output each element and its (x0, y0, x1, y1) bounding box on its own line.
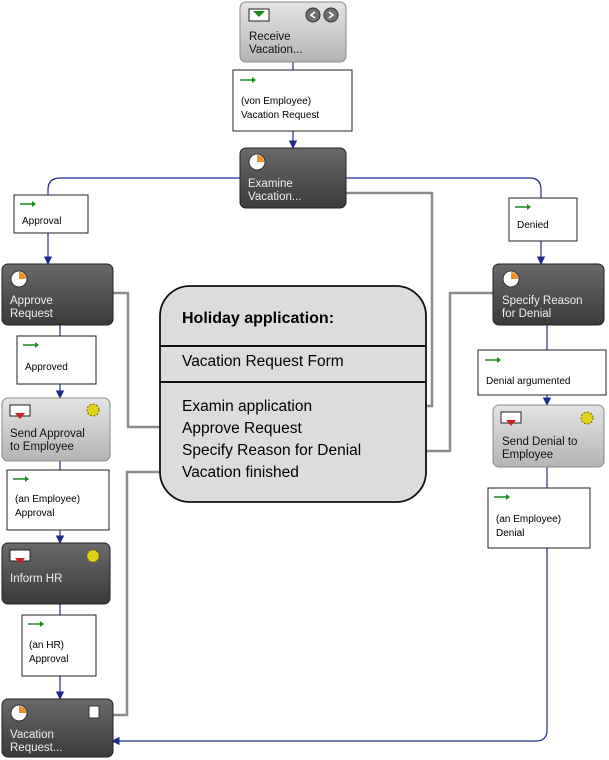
task-specify-line1: Specify Reason (502, 295, 583, 307)
callout-vacation (113, 463, 179, 717)
task-examine-line2: Vacation... (248, 191, 302, 203)
doc-an-employee-denial[interactable]: (an Employee) Denial (487, 487, 591, 549)
task-inform-hr-line1: Inform HR (10, 573, 62, 585)
doc-an-employee-approval[interactable]: (an Employee) Approval (6, 469, 110, 531)
doc-an-employee-approval-line2: Approval (15, 508, 54, 519)
step-examin-application: Examin application (182, 398, 312, 415)
step-specify-reason: Specify Reason for Denial (182, 442, 361, 459)
nav-next-icon (323, 7, 339, 23)
flow-examine-to-right (346, 177, 542, 198)
callout-approve (113, 291, 179, 436)
doc-an-hr-approval[interactable]: (an HR) Approval (21, 614, 97, 677)
doc-approved-line1: Approved (25, 362, 68, 373)
task-examine-vacation[interactable]: Examine Vacation... (239, 147, 347, 209)
task-examine-line1: Examine (248, 178, 293, 190)
doc-denial-argumented[interactable]: Denial argumented (477, 349, 607, 396)
task-vacation-line1: Vacation (10, 729, 54, 741)
holiday-application-box: Holiday application: Vacation Request Fo… (159, 285, 427, 503)
doc-denied-branch-line1: Denied (517, 220, 549, 231)
task-vacation-line2: Request... (10, 742, 62, 754)
gear-icon (580, 411, 594, 425)
doc-von-employee-line2: Vacation Request (241, 110, 319, 121)
holiday-application-title: Holiday application: (182, 310, 334, 327)
doc-an-employee-approval-line1: (an Employee) (15, 494, 80, 505)
task-receive-vacation[interactable]: Receive Vacation... (239, 1, 347, 63)
doc-an-hr-approval-line1: (an HR) (29, 640, 64, 651)
flow-examine-to-left (47, 177, 240, 195)
doc-von-employee[interactable]: (von Employee) Vacation Request (232, 69, 353, 132)
vacation-request-form-label: Vacation Request Form (182, 353, 344, 370)
nav-prev-icon (305, 7, 321, 23)
task-send-denial-line1: Send Denial to (502, 436, 577, 448)
flow-denial-doc-to-vacation (111, 548, 548, 746)
task-vacation-request[interactable]: Vacation Request... (1, 698, 114, 758)
doc-denied-branch[interactable]: Denied (508, 197, 578, 242)
doc-approval-branch[interactable]: Approval (13, 194, 89, 234)
task-approve-line2: Request (10, 308, 54, 320)
task-approve-line1: Approve (10, 295, 53, 307)
task-send-approval-line1: Send Approval (10, 428, 85, 440)
task-approve-request[interactable]: Approve Request (1, 263, 114, 326)
task-specify-line2: for Denial (502, 308, 551, 320)
task-specify-reason[interactable]: Specify Reason for Denial (492, 263, 605, 326)
task-send-denial[interactable]: Send Denial to Employee (492, 404, 605, 468)
doc-approved[interactable]: Approved (16, 335, 97, 385)
task-receive-line2: Vacation... (249, 44, 303, 56)
gear-icon (86, 403, 100, 417)
doc-denial-argumented-line1: Denial argumented (486, 376, 571, 387)
doc-an-employee-denial-line1: (an Employee) (496, 514, 561, 525)
task-inform-hr[interactable]: Inform HR (1, 542, 111, 605)
doc-von-employee-line1: (von Employee) (241, 96, 311, 107)
document-icon (88, 705, 100, 719)
doc-approval-branch-line1: Approval (22, 216, 61, 227)
step-approve-request: Approve Request (182, 420, 302, 437)
step-vacation-finished: Vacation finished (182, 464, 299, 481)
task-send-denial-line2: Employee (502, 449, 553, 461)
gear-icon (86, 549, 100, 563)
task-send-approval[interactable]: Send Approval to Employee (1, 397, 111, 462)
task-receive-line1: Receive (249, 31, 291, 43)
flow-lines (43, 62, 552, 746)
task-send-approval-line2: to Employee (10, 441, 74, 453)
doc-an-hr-approval-line2: Approval (29, 654, 68, 665)
doc-an-employee-denial-line2: Denial (496, 528, 524, 539)
envelope-flap (253, 11, 265, 17)
